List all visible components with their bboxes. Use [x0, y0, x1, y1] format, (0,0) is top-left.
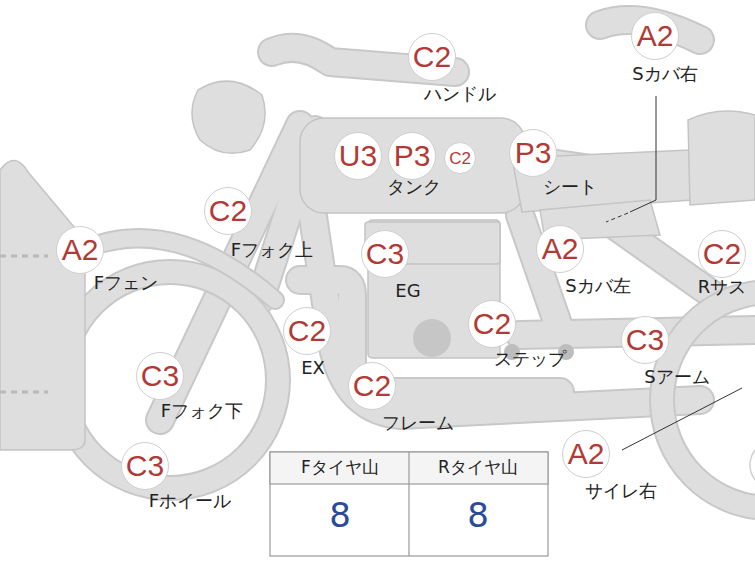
callout-circle: C3 — [136, 352, 184, 400]
part-label: フレーム — [382, 413, 454, 433]
table-header: Fタイヤ山 — [301, 459, 379, 476]
callout-number: C2 — [449, 150, 471, 167]
callout-number: A2 — [542, 234, 579, 264]
tire-table — [270, 452, 548, 556]
part-label: Rサス — [698, 277, 747, 297]
part-label: タンク — [387, 177, 441, 197]
callout-number: P3 — [515, 138, 552, 168]
callout-circle: A2 — [562, 430, 610, 478]
callout-number: P3 — [394, 141, 431, 171]
part-label: Sアーム — [644, 367, 709, 387]
callout-circle: C2 — [348, 362, 396, 410]
callout-circle: C2 — [204, 187, 252, 235]
callout-number: C3 — [626, 325, 664, 355]
callout-number: C2 — [473, 309, 511, 339]
part-label: Sカバ右 — [632, 64, 697, 84]
part-label: Sカバ左 — [565, 276, 630, 296]
callout-circle: A2 — [56, 226, 104, 274]
callout-circle: C3 — [361, 230, 409, 278]
callout-circle: C2 — [408, 33, 456, 81]
table-value: 8 — [467, 498, 489, 532]
part-label: Fフォク下 — [161, 401, 243, 421]
part-label: ハンドル — [424, 84, 496, 104]
callout-number: U3 — [339, 141, 377, 171]
part-label: シート — [543, 177, 597, 197]
callout-number: C2 — [353, 371, 391, 401]
callout-number: A2 — [62, 235, 99, 265]
callout-circle: C3 — [121, 442, 169, 490]
callout-number: A2 — [568, 439, 605, 469]
table-value: 8 — [329, 498, 351, 532]
callout-number: C2 — [288, 316, 326, 346]
callout-circle: P3 — [509, 129, 557, 177]
callout-circle: A2 — [536, 225, 584, 273]
callout-circle: C3 — [621, 316, 669, 364]
callout-number: C2 — [703, 239, 741, 269]
callout-circle: U3 — [334, 132, 382, 180]
callout-circle: A2 — [631, 12, 679, 60]
callout-circle: C2 — [283, 307, 331, 355]
part-label: ステップ — [494, 349, 566, 369]
part-label: EX — [301, 358, 325, 378]
callout-number: C3 — [141, 361, 179, 391]
callout-number: C2 — [209, 196, 247, 226]
part-label: Fフォク上 — [231, 240, 313, 260]
callout-circle: P3 — [388, 132, 436, 180]
callout-number: A2 — [637, 21, 674, 51]
table-header: Rタイヤ山 — [438, 459, 518, 476]
callout-circle: C2 — [698, 230, 746, 278]
part-label: Fホイール — [149, 491, 231, 511]
callout-circle: C2 — [468, 300, 516, 348]
part-label: サイレ右 — [585, 481, 657, 501]
callout-number: C3 — [366, 239, 404, 269]
part-label: Fフェン — [94, 273, 158, 293]
callout-number: C2 — [413, 42, 451, 72]
callout-circle: C2 — [444, 142, 476, 174]
callout-number: C3 — [126, 451, 164, 481]
part-label: EG — [395, 281, 420, 301]
